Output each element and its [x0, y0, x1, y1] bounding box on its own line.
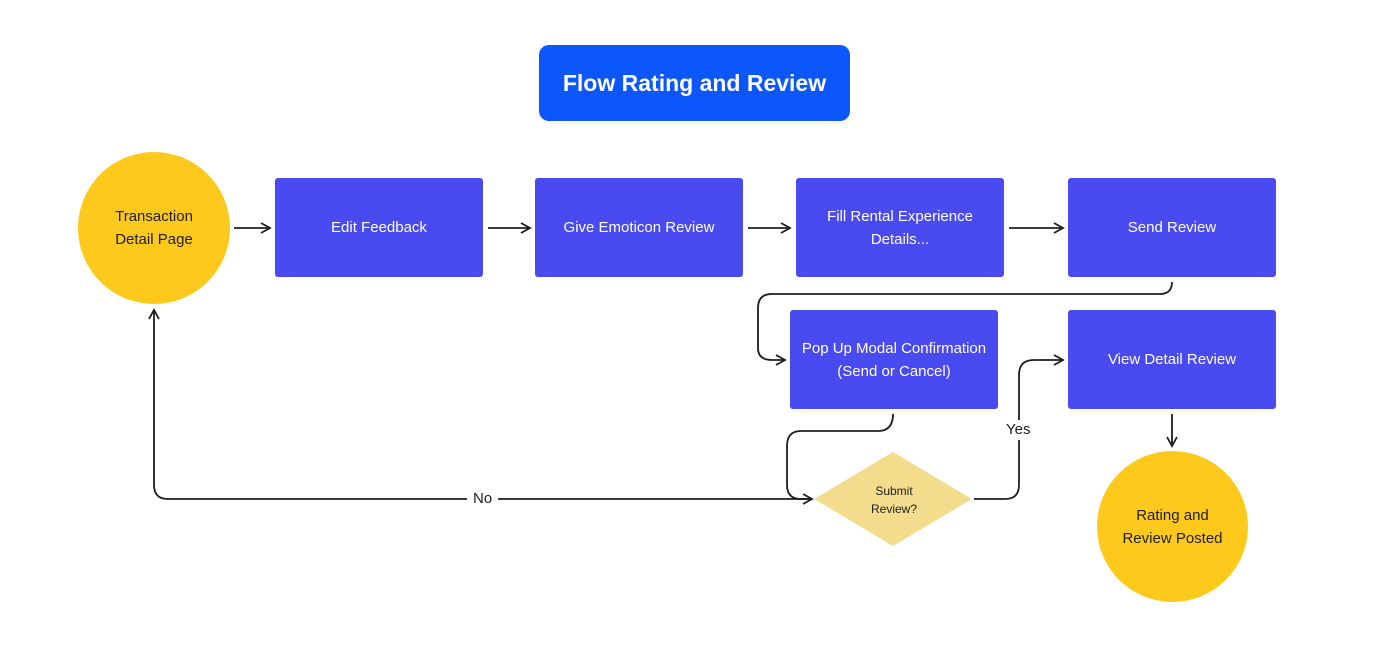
node-popup-modal: Pop Up Modal Confirmation (Send or Cance… — [790, 310, 998, 409]
node-send-review: Send Review — [1068, 178, 1276, 277]
diagram-title: Flow Rating and Review — [539, 45, 850, 121]
node-view-detail: View Detail Review — [1068, 310, 1276, 409]
node-edit-feedback: Edit Feedback — [275, 178, 483, 277]
node-give-emoticon: Give Emoticon Review — [535, 178, 743, 277]
node-fill-rental: Fill Rental Experience Details... — [796, 178, 1004, 277]
node-transaction-detail: Transaction Detail Page — [78, 152, 230, 304]
edge-label-no: No — [467, 489, 499, 509]
edge-send-to-popup — [757, 281, 1173, 366]
decision-diamond — [814, 451, 972, 547]
decision-label: Submit Review? — [870, 484, 918, 516]
edge-label-yes: Yes — [1000, 420, 1037, 440]
edge-popup-to-decision — [786, 413, 894, 505]
node-review-posted: Rating and Review Posted — [1097, 451, 1248, 602]
edge-decision-no — [148, 308, 812, 500]
